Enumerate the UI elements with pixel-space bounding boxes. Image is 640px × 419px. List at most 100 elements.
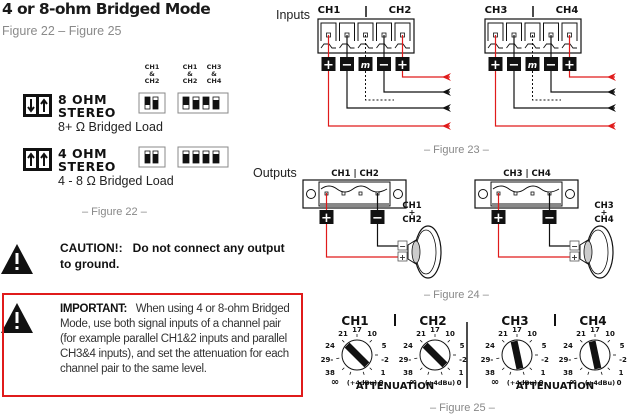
scale-label-ref: (+4dBu): [507, 379, 537, 387]
terminal-badge: [319, 210, 334, 224]
scale-label: 5: [620, 342, 625, 350]
mode-4ohm-title: 4 OHM STEREO: [58, 147, 116, 173]
speaker-label-bottom: CH4: [594, 215, 613, 225]
label-ch2: CH2: [182, 77, 198, 85]
terminal-badge: [507, 57, 521, 71]
scale-label: 17: [512, 326, 522, 334]
attenuation-label: ATTENUATION: [516, 381, 594, 392]
mode-line2: STEREO: [58, 105, 116, 120]
scale-label-infinity: ∞: [569, 377, 577, 388]
terminal-badge: [488, 57, 503, 71]
mode-line2: STEREO: [58, 159, 116, 174]
tick-mark: [529, 367, 533, 371]
connector-label-left: CH1: [318, 5, 341, 16]
arrow-head: [607, 122, 616, 130]
label-amp: &: [187, 70, 193, 78]
terminal-badge: [377, 57, 391, 71]
wire-positive: [325, 193, 398, 258]
mode-line1: 4 OHM: [58, 146, 108, 161]
connector-label-right: CH2: [389, 5, 412, 16]
minus-icon: −: [399, 242, 406, 251]
scale-label-ref: (+4dBu): [425, 379, 455, 387]
plus-icon: +: [564, 58, 575, 73]
scale-label: 38: [563, 369, 573, 377]
terminal-slot: [506, 22, 522, 41]
tick-mark: [419, 339, 423, 343]
label-ch2: CH2: [144, 77, 160, 85]
scale-label-infinity: ∞: [491, 377, 499, 388]
terminal-badge: [544, 57, 558, 71]
channel-label-right: CH4: [579, 314, 606, 328]
scale-label: 17: [430, 326, 440, 334]
dip-switch-quad-4ohm: [177, 146, 229, 168]
wire-ground: [532, 35, 561, 101]
scale-label: 10: [527, 330, 537, 338]
dip-switch-pair-8ohm: [138, 92, 166, 114]
minus-icon: −: [544, 211, 555, 226]
scale-label-zero: 0: [617, 379, 622, 387]
speaker-label-plus: +: [409, 208, 416, 217]
caution-body: Do not connect any output: [132, 241, 285, 255]
tick-mark: [496, 357, 500, 360]
terminal-badge: [370, 210, 385, 224]
terminal-slot: [487, 22, 504, 41]
output-connector-0: CH1 | CH2+−−+CH1+CH2: [302, 169, 442, 279]
scale-label: 38: [485, 369, 495, 377]
minus-icon: −: [571, 242, 578, 251]
wire-positive: [401, 35, 450, 78]
caution-label: CAUTION!:: [60, 241, 123, 255]
plus-icon: +: [397, 58, 408, 73]
wire-negative: [376, 193, 398, 247]
tick-mark: [349, 371, 352, 375]
scale-label-infinity: ∞: [331, 377, 339, 388]
switch-up-up-icon: [23, 148, 52, 171]
tick-mark: [369, 339, 373, 343]
figure-25-caption: – Figure 25 –: [430, 402, 495, 414]
tick-mark: [509, 371, 512, 375]
terminal-badge: [395, 57, 410, 71]
arrow-head: [607, 104, 616, 112]
outputs-label: Outputs: [253, 166, 297, 180]
plug-wave: [320, 185, 388, 193]
connector-label-left: CH3: [485, 5, 508, 16]
wire-positive: [327, 35, 450, 127]
inputs-label: Inputs: [276, 8, 311, 22]
speaker-icon: [579, 225, 614, 279]
terminal-badge: [491, 210, 506, 224]
speaker-terminal-negative: [397, 240, 408, 251]
figure-23-caption: – Figure 23 –: [424, 144, 489, 156]
terminal-badge: [525, 57, 540, 71]
switch-header-quad-right: CH3 & CH4: [204, 64, 224, 85]
scale-label: -2: [381, 356, 389, 364]
tick-mark: [522, 371, 525, 375]
page-subtitle: Figure 22 – Figure 25: [2, 24, 122, 38]
tick-mark: [447, 339, 451, 343]
scale-label: 24: [325, 342, 335, 350]
plus-icon: +: [571, 253, 578, 262]
mount-hole: [306, 189, 316, 199]
tick-mark: [587, 371, 590, 375]
ground-icon: m: [361, 61, 370, 71]
mount-hole: [393, 189, 403, 199]
scale-label: 38: [403, 369, 413, 377]
scale-label-infinity: ∞: [409, 377, 417, 388]
scale-label: 29-: [399, 356, 412, 364]
tick-mark: [419, 367, 423, 371]
wire-positive: [497, 193, 570, 258]
mount-hole: [478, 189, 488, 199]
scale-label-ref: (+4dBu): [347, 379, 377, 387]
caution-text: CAUTION!: Do not connect any output to g…: [60, 240, 285, 272]
scale-label: 24: [485, 342, 495, 350]
tick-mark: [607, 367, 611, 371]
scale-label: 17: [590, 326, 600, 334]
terminal-slot: [561, 22, 578, 41]
scale-label: 24: [563, 342, 573, 350]
attenuation-label: ATTENUATION: [356, 381, 434, 392]
plug-pin: [513, 191, 518, 196]
scale-label: 29-: [321, 356, 334, 364]
scale-label: -2: [459, 356, 467, 364]
